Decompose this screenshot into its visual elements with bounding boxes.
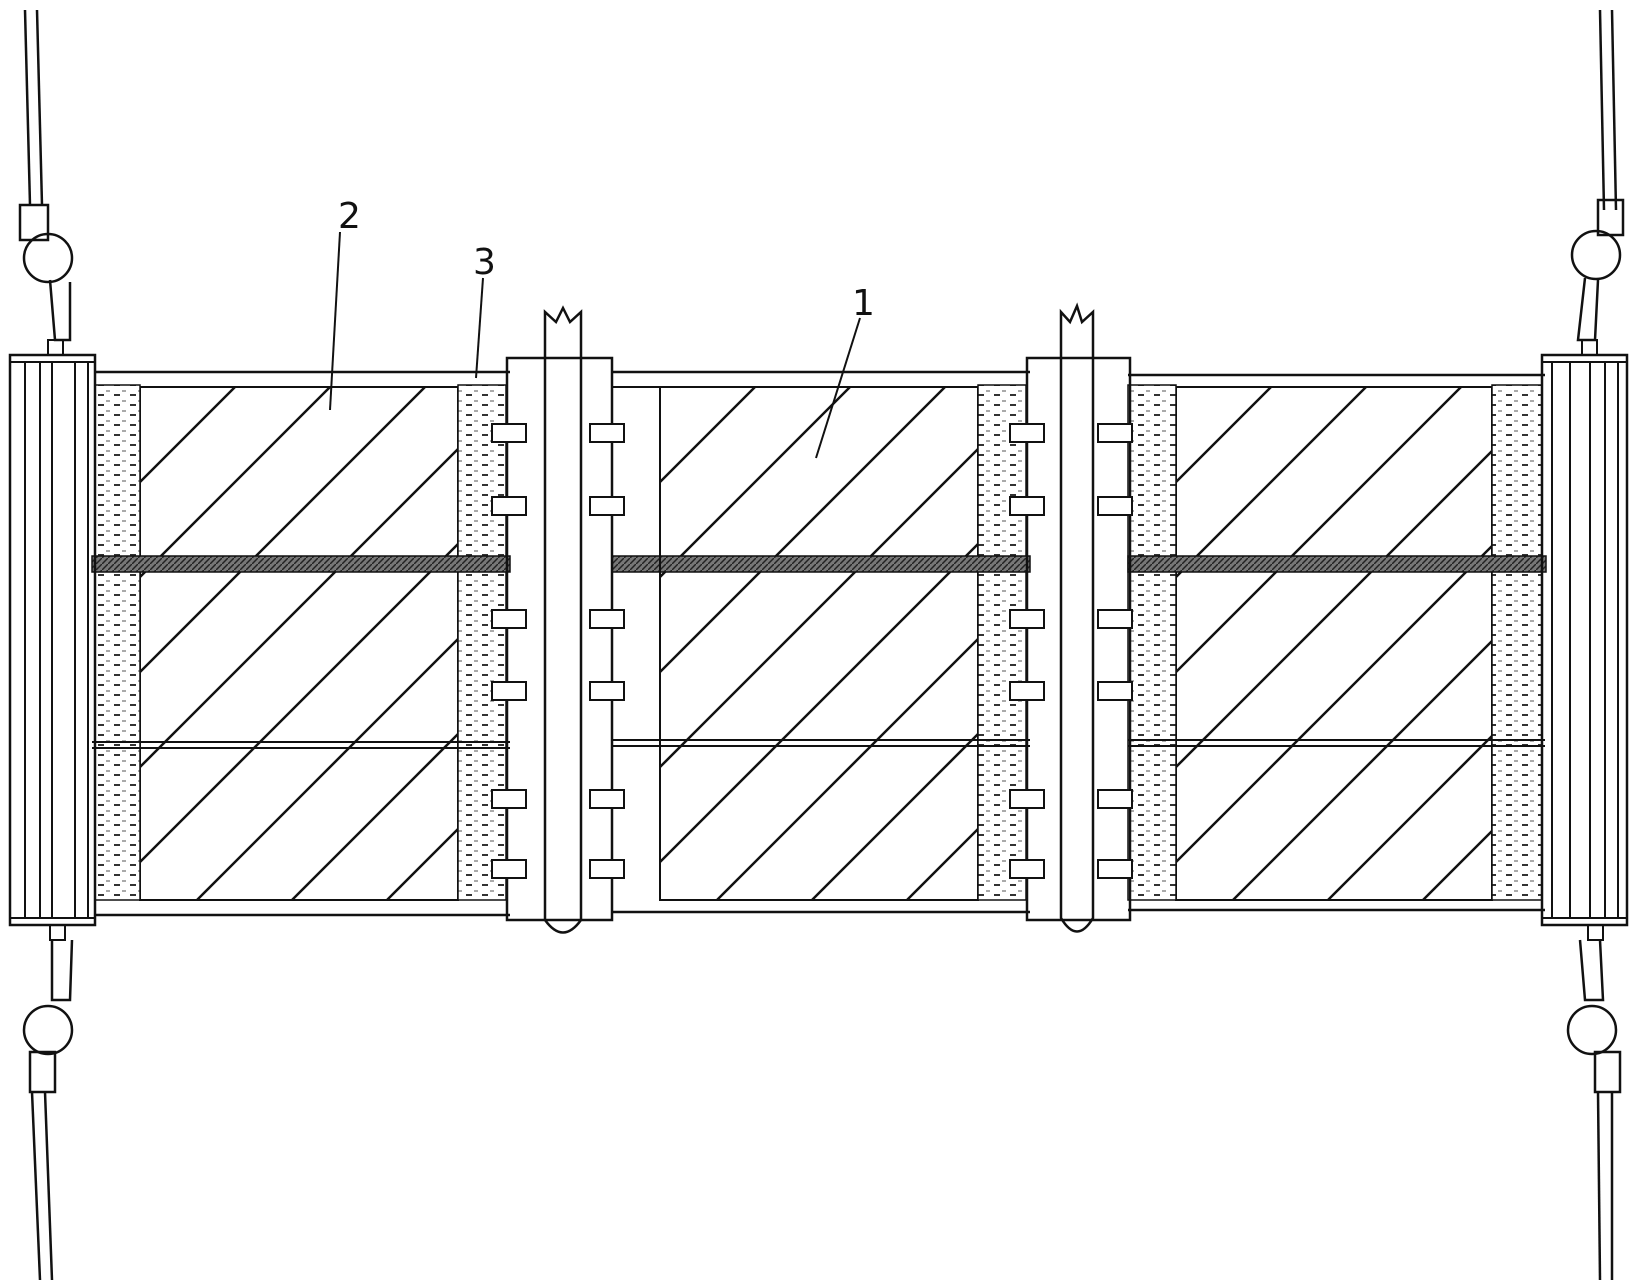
frame-left: [95, 370, 510, 917]
bolt-block: [491, 496, 527, 516]
suspension-arm-top-left: [18, 9, 74, 356]
bolt-block: [1097, 789, 1133, 809]
bolt-block: [491, 789, 527, 809]
bolt-block: [491, 681, 527, 701]
roller-left: [8, 353, 97, 927]
bolt-block: [1009, 609, 1045, 629]
bolt-block: [1009, 496, 1045, 516]
frame-right: [1128, 373, 1545, 912]
bolt-block: [1009, 789, 1045, 809]
suspension-arm-bottom-left: [22, 924, 74, 1281]
bolt-block: [1009, 681, 1045, 701]
bolt-block: [491, 609, 527, 629]
bolt-block: [1097, 609, 1133, 629]
bolt-block: [1097, 423, 1133, 443]
frame-middle: [612, 370, 1030, 914]
suspension-arm-bottom-right: [1566, 924, 1622, 1281]
leader-lines: [329, 231, 861, 459]
bolt-block: [589, 496, 625, 516]
clamp-left-post: [505, 305, 661, 934]
panel-left-hatched: [139, 386, 459, 901]
bolt-block: [589, 859, 625, 879]
bolt-block: [1097, 681, 1133, 701]
clamp-right-post: [1025, 302, 1132, 933]
label-part-2: 2: [338, 196, 361, 237]
bolt-blocks: [491, 423, 1133, 879]
panel-right-hatched: [1175, 386, 1493, 901]
bolt-block: [491, 423, 527, 443]
bolt-block: [1097, 859, 1133, 879]
bolt-block: [1009, 859, 1045, 879]
divider-lines: [92, 739, 1545, 749]
bolt-block: [589, 681, 625, 701]
panel-middle-hatched: [659, 386, 979, 901]
roller-right: [1540, 353, 1629, 927]
bolt-block: [589, 789, 625, 809]
suspension-arm-top-right: [1570, 9, 1625, 356]
label-part-1: 1: [852, 283, 875, 324]
label-part-3: 3: [473, 242, 496, 283]
bolt-block: [1097, 496, 1133, 516]
center-band: [91, 555, 1547, 573]
bolt-block: [589, 609, 625, 629]
bolt-block: [1009, 423, 1045, 443]
bolt-block: [491, 859, 527, 879]
bolt-block: [589, 423, 625, 443]
